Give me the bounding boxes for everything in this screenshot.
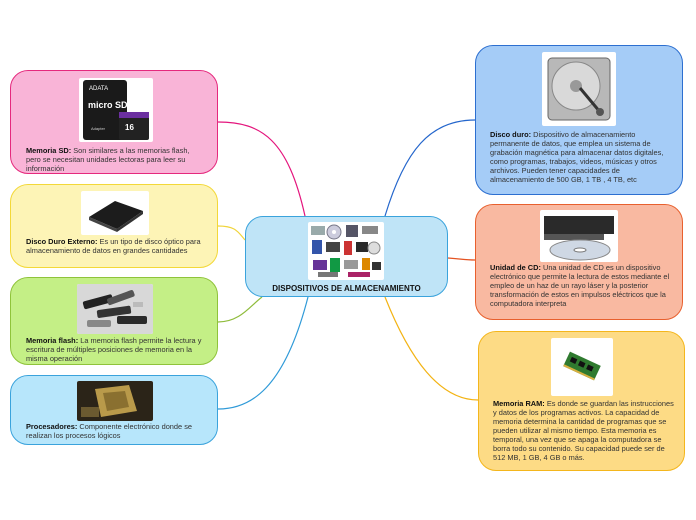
node-text: Disco duro: Dispositivo de almacenamient… <box>490 130 672 184</box>
node-unidad-de-cd[interactable]: Unidad de CD: Una unidad de CD es un dis… <box>475 204 683 320</box>
connector-ram <box>384 296 479 401</box>
center-node[interactable]: DISPOSITIVOS DE ALMACENAMIENTO <box>245 216 448 297</box>
connector-ext <box>217 225 246 241</box>
connector-hdd <box>384 119 476 217</box>
connector-sd <box>217 121 306 217</box>
node-term: Memoria SD: <box>26 146 72 155</box>
connector-flash <box>217 296 263 323</box>
center-title: DISPOSITIVOS DE ALMACENAMIENTO <box>272 284 421 293</box>
sd-type-text: micro SD <box>88 100 128 110</box>
node-desc: La memoria flash permite la lectura y es… <box>26 336 202 363</box>
sd-capacity-text: 16 <box>125 123 134 132</box>
hard-disk-icon <box>542 52 616 126</box>
sd-card-icon: ADATA micro SD Adapter 16 <box>79 78 153 142</box>
node-term: Procesadores: <box>26 422 78 431</box>
node-term: Disco Duro Externo: <box>26 237 98 246</box>
node-memoria-sd[interactable]: ADATA micro SD Adapter 16 Memoria SD: So… <box>10 70 218 174</box>
node-desc: Componente electrónico donde se realizan… <box>26 422 192 440</box>
node-memoria-ram[interactable]: Memoria RAM: Es donde se guardan las ins… <box>478 331 685 471</box>
external-drive-icon <box>81 191 149 235</box>
cd-drive-icon <box>540 210 618 262</box>
sd-brand-text: ADATA <box>89 86 108 92</box>
node-text: Memoria SD: Son similares a las memorias… <box>26 146 206 173</box>
node-text: Disco Duro Externo: Es un tipo de disco … <box>26 237 206 255</box>
node-term: Unidad de CD: <box>490 263 541 272</box>
node-disco-duro[interactable]: Disco duro: Dispositivo de almacenamient… <box>475 45 683 195</box>
node-desc: Son similares a las memorias flash, pero… <box>26 146 190 173</box>
node-text: Procesadores: Componente electrónico don… <box>26 422 206 440</box>
node-term: Disco duro: <box>490 130 532 139</box>
connector-cd <box>447 257 476 261</box>
connector-cpu <box>217 296 309 410</box>
node-disco-duro-externo[interactable]: Disco Duro Externo: Es un tipo de disco … <box>10 184 218 268</box>
processor-chip-icon <box>77 381 153 421</box>
node-term: Memoria RAM: <box>493 399 545 408</box>
node-desc: Una unidad de CD es un dispositivo elect… <box>490 263 670 308</box>
node-text: Unidad de CD: Una unidad de CD es un dis… <box>490 263 672 308</box>
node-term: Memoria flash: <box>26 336 79 345</box>
storage-devices-collage-icon <box>308 222 384 280</box>
sd-adapter-text: Adapter <box>91 126 106 131</box>
node-memoria-flash[interactable]: Memoria flash: La memoria flash permite … <box>10 277 218 365</box>
node-procesadores[interactable]: Procesadores: Componente electrónico don… <box>10 375 218 445</box>
ram-module-icon <box>551 338 613 396</box>
usb-flash-drives-icon <box>77 284 153 334</box>
node-desc: Es donde se guardan las instrucciones y … <box>493 399 674 462</box>
node-text: Memoria RAM: Es donde se guardan las ins… <box>493 399 675 462</box>
node-desc: Dispositivo de almacenamiento permanente… <box>490 130 664 184</box>
node-desc: Es un tipo de disco óptico para almacena… <box>26 237 201 255</box>
node-text: Memoria flash: La memoria flash permite … <box>26 336 206 363</box>
